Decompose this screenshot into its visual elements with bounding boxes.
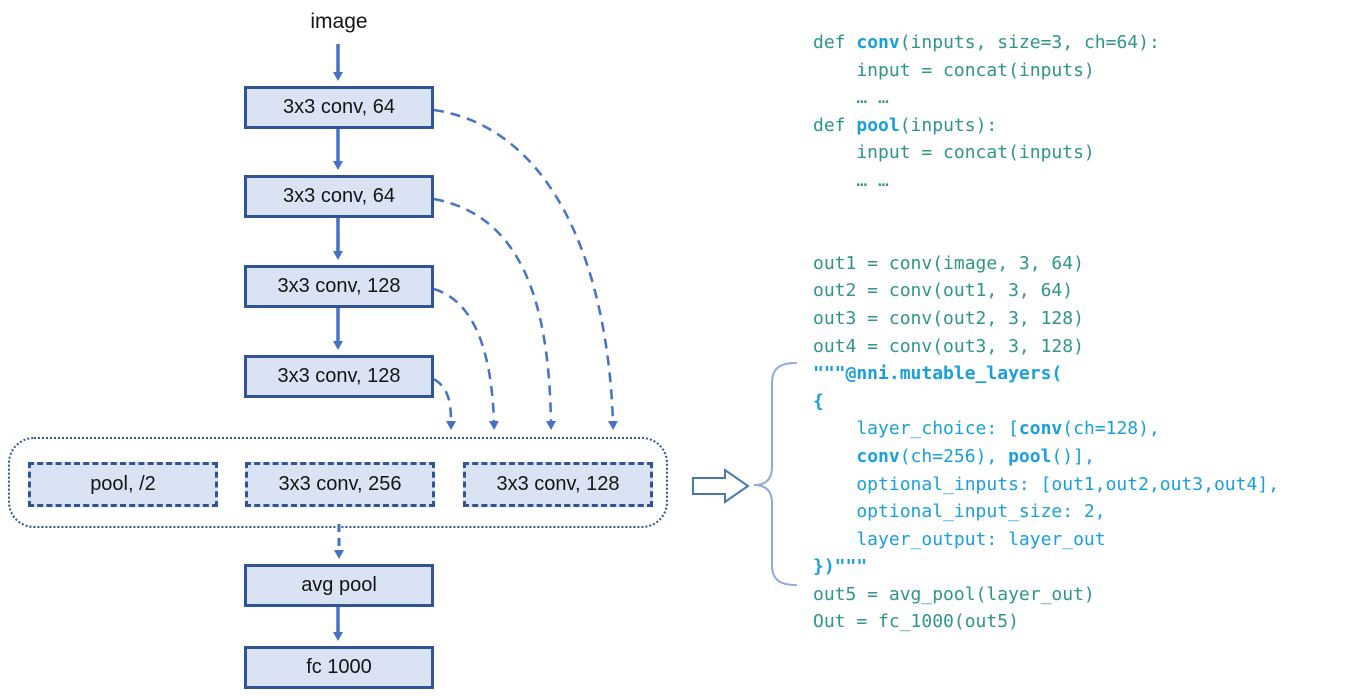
code-segment: out4 = conv(out3, 3, 128) [813,335,1084,357]
code-segment: out1 = conv(image, 3, 64) [813,252,1084,274]
code-line: out1 = conv(image, 3, 64) [813,250,1279,278]
code-line: out4 = conv(out3, 3, 128) [813,333,1279,361]
code-segment: pool [1008,445,1052,467]
choice-box-conv256: 3x3 conv, 256 [245,462,435,507]
layer-box-avgpool: avg pool [244,564,434,607]
code-segment [813,446,856,467]
code-line: """@nni.mutable_layers( [813,360,1279,388]
code-line: … … [813,84,1279,112]
code-segment: out2 = conv(out1, 3, 64) [813,280,1074,302]
code-segment: conv [856,32,900,53]
code-segment: (ch=128), [1062,418,1160,440]
code-segment: Out = fc_1000(out5) [813,611,1019,633]
code-segment: out5 = avg_pool(layer_out) [813,583,1095,605]
code-segment: conv [1018,418,1063,440]
code-line: layer_choice: [conv(ch=128), [813,415,1279,443]
layer-box-fc1000: fc 1000 [244,646,434,689]
code-line: out5 = avg_pool(layer_out) [813,581,1279,609]
input-label: image [310,10,368,33]
layer-box-conv2: 3x3 conv, 64 [244,175,434,218]
code-segment: (inputs): [899,114,998,136]
code-segment: def [813,32,857,53]
choice-box-pool: pool, /2 [28,462,218,507]
code-segment: optional_inputs: [out1,out2,out3,out4], [813,473,1279,495]
code-segment: pool [856,114,900,136]
code-line: optional_inputs: [out1,out2,out3,out4], [813,471,1279,499]
code-segment: … … [813,87,889,109]
code-line [813,222,1279,250]
code-segment: def [813,114,857,136]
code-line: optional_input_size: 2, [813,498,1279,526]
code-segment: out3 = conv(out2, 3, 128) [813,307,1084,329]
code-segment: { [813,390,824,412]
code-segment: layer_choice: [ [813,418,1019,440]
code-segment: """@nni.mutable_layers( [813,363,1063,385]
code-line: Out = fc_1000(out5) [813,608,1279,636]
code-line: { [813,388,1279,416]
code-segment: (ch=256), [899,445,1009,467]
code-line: layer_output: layer_out [813,526,1279,554]
code-line: … … [813,167,1279,195]
layer-box-conv1: 3x3 conv, 64 [244,86,434,129]
code-segment: optional_input_size: 2, [813,501,1106,523]
code-line [813,195,1279,223]
skip-curve-conv1 [433,108,618,430]
code-line: out2 = conv(out1, 3, 64) [813,277,1279,305]
layer-box-conv4: 3x3 conv, 128 [244,355,434,398]
code-segment: input = concat(inputs) [813,142,1095,164]
code-line: conv(ch=256), pool()], [813,443,1279,471]
code-segment: ()], [1051,445,1095,467]
code-line: })""" [813,553,1279,581]
code-segment: (inputs, size=3, ch=64): [899,32,1160,53]
maps-to-arrow [692,468,750,504]
skip-curve-conv2 [433,197,556,430]
code-line: out3 = conv(out2, 3, 128) [813,305,1279,333]
choice-box-conv128: 3x3 conv, 128 [463,462,653,507]
skip-curve-conv4 [433,377,456,430]
code-line: def conv(inputs, size=3, ch=64): [813,29,1279,57]
code-line: input = concat(inputs) [813,139,1279,167]
code-line: input = concat(inputs) [813,57,1279,85]
code-segment: input = concat(inputs) [813,59,1095,81]
layer-box-conv3: 3x3 conv, 128 [244,265,434,308]
code-segment: layer_output: layer_out [813,528,1106,550]
code-segment: conv [856,445,900,467]
code-block: def conv(inputs, size=3, ch=64): input =… [813,29,1279,636]
code-line: def pool(inputs): [813,112,1279,140]
code-segment: })""" [813,556,868,578]
code-group-brace [753,362,797,586]
skip-curve-conv3 [433,287,499,430]
code-segment: … … [813,169,889,191]
